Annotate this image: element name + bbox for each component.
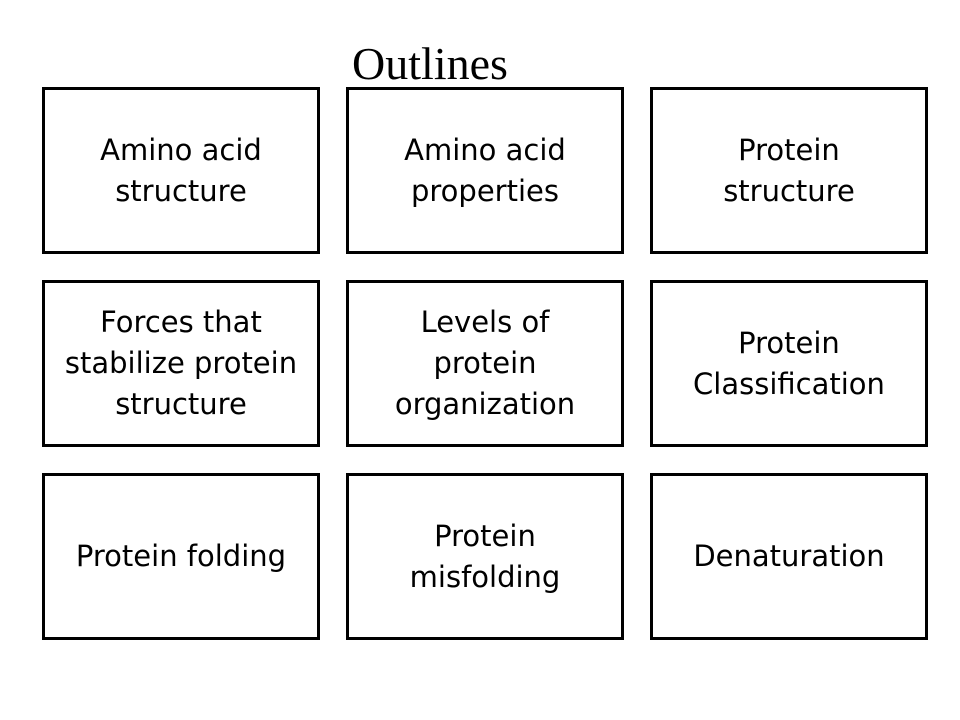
topic-label: Protein structure (723, 132, 855, 208)
topic-box-stabilizing-forces: Forces that stabilize protein structure (42, 280, 320, 447)
topic-box-denaturation: Denaturation (650, 473, 928, 640)
topic-box-amino-acid-structure: Amino acid structure (42, 87, 320, 254)
topic-box-amino-acid-properties: Amino acid properties (346, 87, 624, 254)
topic-box-levels-of-organization: Levels of protein organization (346, 280, 624, 447)
topic-label: Protein folding (75, 539, 287, 573)
topic-box-protein-folding: Protein folding (42, 473, 320, 640)
slide-title: Outlines (352, 38, 508, 89)
topic-label: Levels of protein organization (394, 305, 576, 421)
topic-label: Protein misfolding (409, 518, 561, 594)
topic-grid: Amino acid structure Amino acid properti… (42, 87, 928, 642)
topic-label: Protein Classification (693, 325, 885, 401)
topic-label: Forces that stabilize protein structure (64, 305, 298, 421)
topic-box-protein-classification: Protein Classification (650, 280, 928, 447)
topic-label: Amino acid structure (100, 132, 262, 208)
topic-box-protein-misfolding: Protein misfolding (346, 473, 624, 640)
topic-label: Amino acid properties (404, 132, 566, 208)
topic-label: Denaturation (693, 539, 885, 573)
topic-box-protein-structure: Protein structure (650, 87, 928, 254)
